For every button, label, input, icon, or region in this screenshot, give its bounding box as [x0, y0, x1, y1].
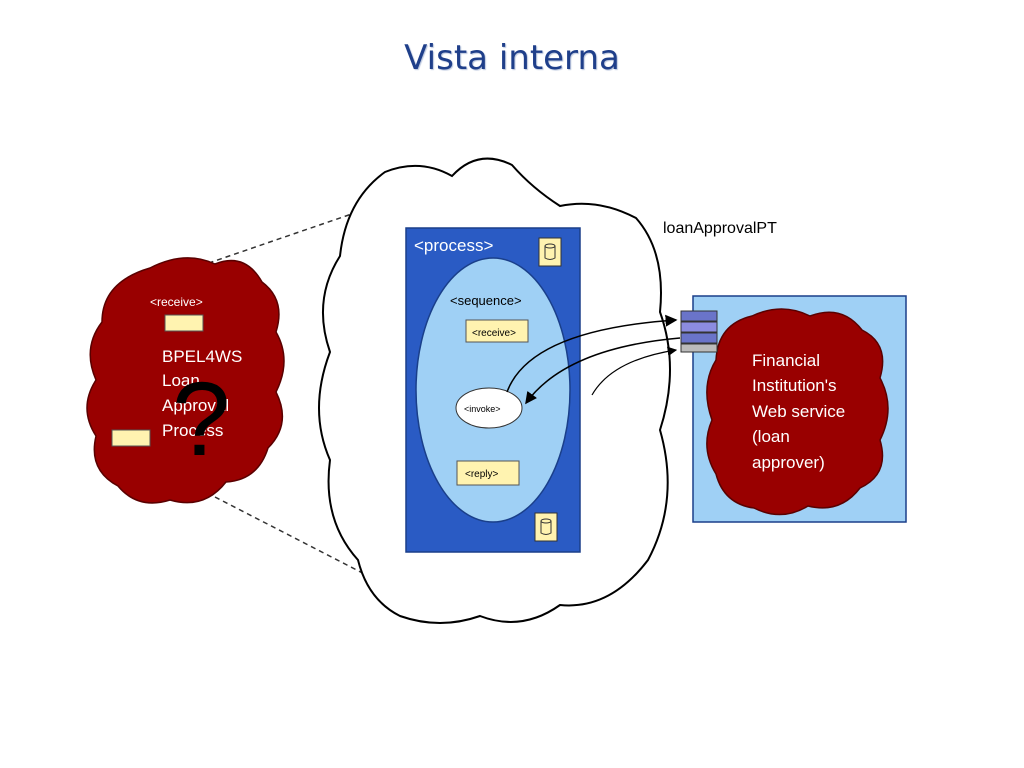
process-receive-tag: <receive> — [472, 328, 516, 339]
process-reply-box — [456, 460, 520, 486]
process-receive-box — [465, 319, 529, 343]
invoke-tag: <invoke> — [464, 404, 501, 414]
invoke-ellipse — [455, 387, 523, 429]
web-service-line-1: Financial — [752, 351, 820, 370]
external-receive-tag: <receive> — [150, 295, 203, 309]
zoom-line-bottom — [214, 496, 381, 583]
external-process-line-4: Process — [162, 421, 223, 440]
external-receive-box — [164, 314, 204, 332]
database-icon — [538, 237, 562, 267]
question-mark: ? — [172, 361, 230, 478]
external-reply-box — [111, 429, 151, 447]
process-tag: <process> — [414, 236, 493, 255]
web-service-line-3: Web service — [752, 402, 845, 421]
web-service-line-4: (loan — [752, 427, 790, 446]
external-process-line-3: Approval — [162, 396, 229, 415]
invoke-request-arrow — [506, 314, 678, 393]
slide-title: Vista interna — [404, 38, 620, 78]
invoke-response-arrow — [525, 337, 681, 405]
external-process-line-2: Loan — [162, 371, 200, 390]
port-type-label: loanApprovalPT — [663, 220, 777, 237]
web-service-line-2: Institution's — [752, 376, 837, 395]
port-connector-icon — [680, 310, 718, 353]
database-icon — [534, 512, 558, 542]
web-service-cloud — [706, 308, 889, 516]
sequence-tag: <sequence> — [450, 293, 522, 308]
external-process-line-1: BPEL4WS — [162, 347, 242, 366]
zoom-line-top — [199, 206, 373, 267]
web-service-line-5: approver) — [752, 453, 825, 472]
process-reply-tag: <reply> — [465, 469, 499, 480]
invoke-side-arrow — [591, 346, 678, 396]
